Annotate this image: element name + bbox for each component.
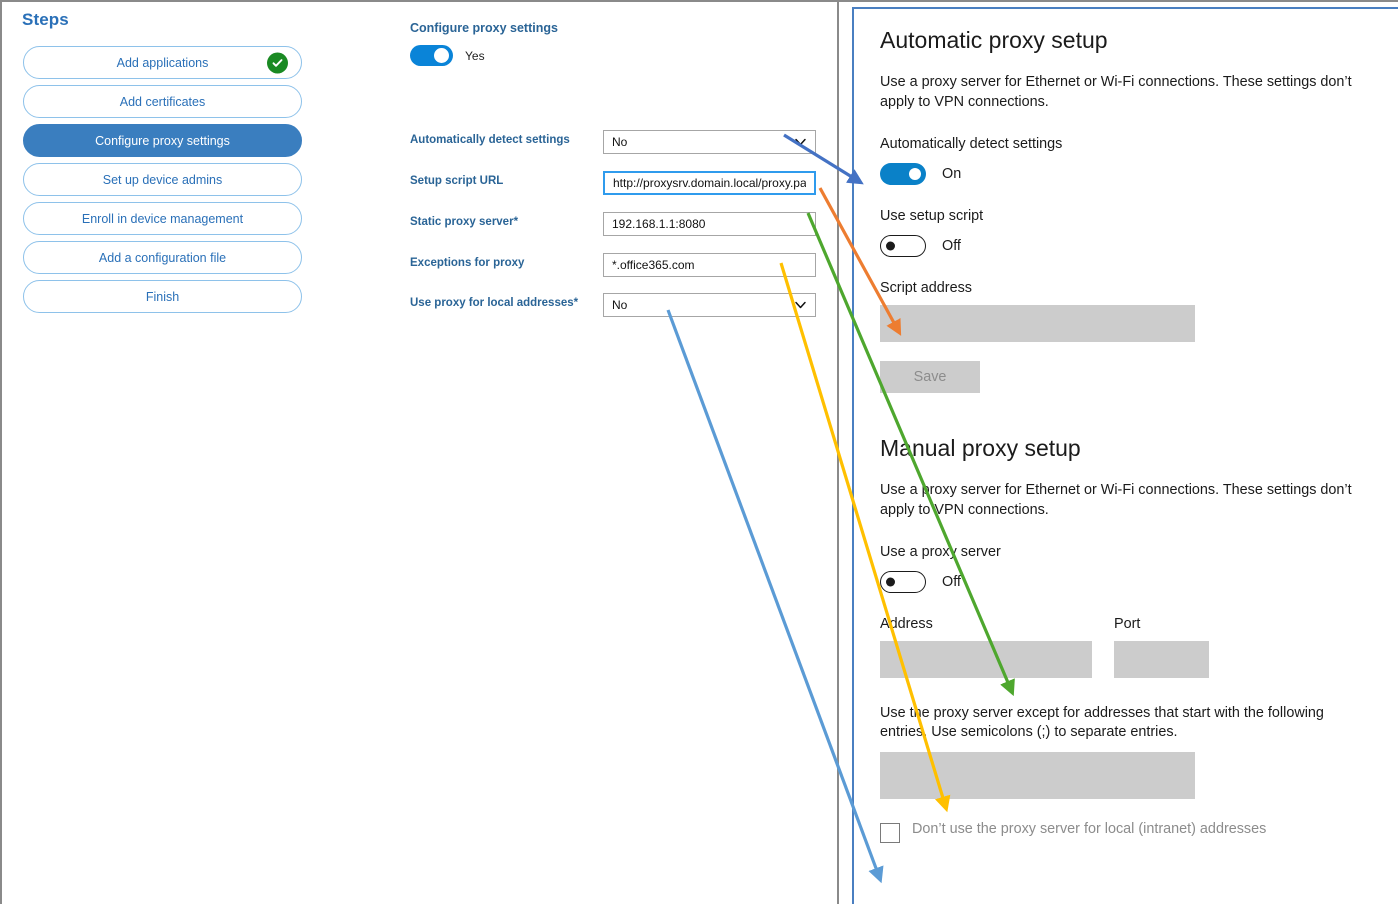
automatically-detect-settings-toggle[interactable]	[880, 162, 926, 185]
script-address-input[interactable]	[880, 304, 1195, 342]
field-label: Automatically detect settings	[410, 134, 570, 146]
script-address-label: Script address	[880, 279, 972, 296]
field-static-proxy-server: Static proxy server* 192.168.1.1:8080	[410, 212, 830, 236]
step-label: Configure proxy settings	[95, 133, 230, 148]
use-setup-script-toggle-row: Off	[880, 234, 1374, 257]
select-value: No	[612, 135, 628, 149]
field-use-proxy-for-local-addresses: Use proxy for local addresses* No	[410, 293, 830, 317]
field-exceptions-for-proxy: Exceptions for proxy *.office365.com	[410, 253, 830, 277]
step-add-a-configuration-file[interactable]: Add a configuration file	[23, 241, 302, 274]
step-enroll-in-device-management[interactable]: Enroll in device management	[23, 202, 302, 235]
chevron-down-icon	[794, 299, 807, 312]
toggle-knob	[886, 241, 895, 251]
configure-proxy-toggle-row: Yes	[410, 45, 485, 66]
steps-heading: Steps	[22, 10, 69, 29]
step-label: Set up device admins	[102, 172, 223, 187]
use-proxy-for-local-addresses-select[interactable]: No	[603, 293, 816, 317]
steps-list: Add applications Add certificates Config…	[23, 46, 302, 319]
field-label: Use proxy for local addresses*	[410, 297, 579, 309]
select-value: No	[612, 298, 628, 312]
field-automatically-detect-settings: Automatically detect settings No	[410, 130, 830, 154]
automatic-proxy-setup-description: Use a proxy server for Ethernet or Wi-Fi…	[880, 74, 1352, 110]
automatic-proxy-setup-heading: Automatic proxy setup	[880, 27, 1108, 53]
port-input[interactable]	[1114, 640, 1209, 678]
automatically-detect-settings-select[interactable]: No	[603, 130, 816, 154]
use-a-proxy-server-label: Use a proxy server	[880, 543, 1001, 560]
use-a-proxy-server-toggle-row: Off	[880, 570, 1374, 593]
manual-proxy-setup-description: Use a proxy server for Ethernet or Wi-Fi…	[880, 481, 1352, 518]
port-label: Port	[1114, 615, 1141, 632]
port-group: Port	[1114, 593, 1209, 678]
field-label: Exceptions for proxy	[410, 257, 525, 269]
automatically-detect-settings-state: On	[942, 165, 962, 182]
step-set-up-device-admins[interactable]: Set up device admins	[23, 163, 302, 196]
step-add-certificates[interactable]: Add certificates	[23, 85, 302, 118]
use-a-proxy-server-state: Off	[942, 573, 961, 590]
step-finish[interactable]: Finish	[23, 280, 302, 313]
address-input[interactable]	[880, 640, 1092, 678]
automatically-detect-settings-toggle-row: On	[880, 162, 1374, 185]
bypass-local-addresses-checkbox[interactable]	[880, 823, 900, 844]
address-port-row: Address Port	[880, 593, 1374, 678]
step-label: Enroll in device management	[81, 211, 244, 226]
step-configure-proxy-settings[interactable]: Configure proxy settings	[23, 124, 302, 157]
configure-proxy-toggle-label: Yes	[465, 48, 485, 63]
step-label: Add applications	[116, 55, 209, 70]
use-a-proxy-server-toggle[interactable]	[880, 570, 926, 593]
steps-panel: Steps Add applications Add certificates …	[2, 2, 332, 904]
field-label: Static proxy server*	[410, 216, 519, 228]
manual-proxy-setup-heading: Manual proxy setup	[880, 434, 1081, 461]
use-setup-script-label: Use setup script	[880, 207, 984, 224]
bypass-local-addresses-label: Don’t use the proxy server for local (in…	[912, 821, 1267, 838]
static-proxy-server-input[interactable]: 192.168.1.1:8080	[603, 212, 816, 236]
panel-divider	[837, 2, 839, 904]
automatically-detect-settings-label: Automatically detect settings	[880, 135, 1063, 152]
proxy-exceptions-input[interactable]	[880, 752, 1195, 800]
configure-proxy-toggle[interactable]	[410, 45, 453, 66]
windows-proxy-settings-panel: Automatic proxy setup Use a proxy server…	[852, 7, 1398, 904]
proxy-exceptions-description: Use the proxy server except for addresse…	[880, 704, 1324, 741]
exceptions-for-proxy-input[interactable]: *.office365.com	[603, 253, 816, 277]
input-value: http://proxysrv.domain.local/proxy.pa	[613, 176, 806, 190]
save-button[interactable]: Save	[880, 360, 980, 393]
step-label: Add certificates	[119, 94, 206, 109]
proxy-form-panel: Configure proxy settings Yes Automatical…	[342, 2, 837, 904]
use-setup-script-toggle[interactable]	[880, 234, 926, 257]
step-add-applications[interactable]: Add applications	[23, 46, 302, 79]
step-label: Add a configuration file	[98, 250, 227, 265]
address-group: Address	[880, 593, 1092, 678]
toggle-knob	[886, 577, 895, 586]
chevron-down-icon	[794, 136, 807, 149]
field-setup-script-url: Setup script URL http://proxysrv.domain.…	[410, 171, 830, 195]
toggle-knob	[909, 167, 921, 180]
form-heading: Configure proxy settings	[410, 21, 558, 35]
field-label: Setup script URL	[410, 175, 504, 187]
setup-script-url-input[interactable]: http://proxysrv.domain.local/proxy.pa	[603, 171, 816, 195]
toggle-knob	[434, 48, 449, 63]
address-label: Address	[880, 615, 933, 632]
step-label: Finish	[145, 289, 180, 304]
check-circle-icon	[267, 52, 288, 73]
use-setup-script-state: Off	[942, 237, 961, 254]
input-value: 192.168.1.1:8080	[612, 217, 706, 231]
input-value: *.office365.com	[612, 258, 695, 272]
bypass-local-addresses-row[interactable]: Don’t use the proxy server for local (in…	[880, 821, 1374, 844]
